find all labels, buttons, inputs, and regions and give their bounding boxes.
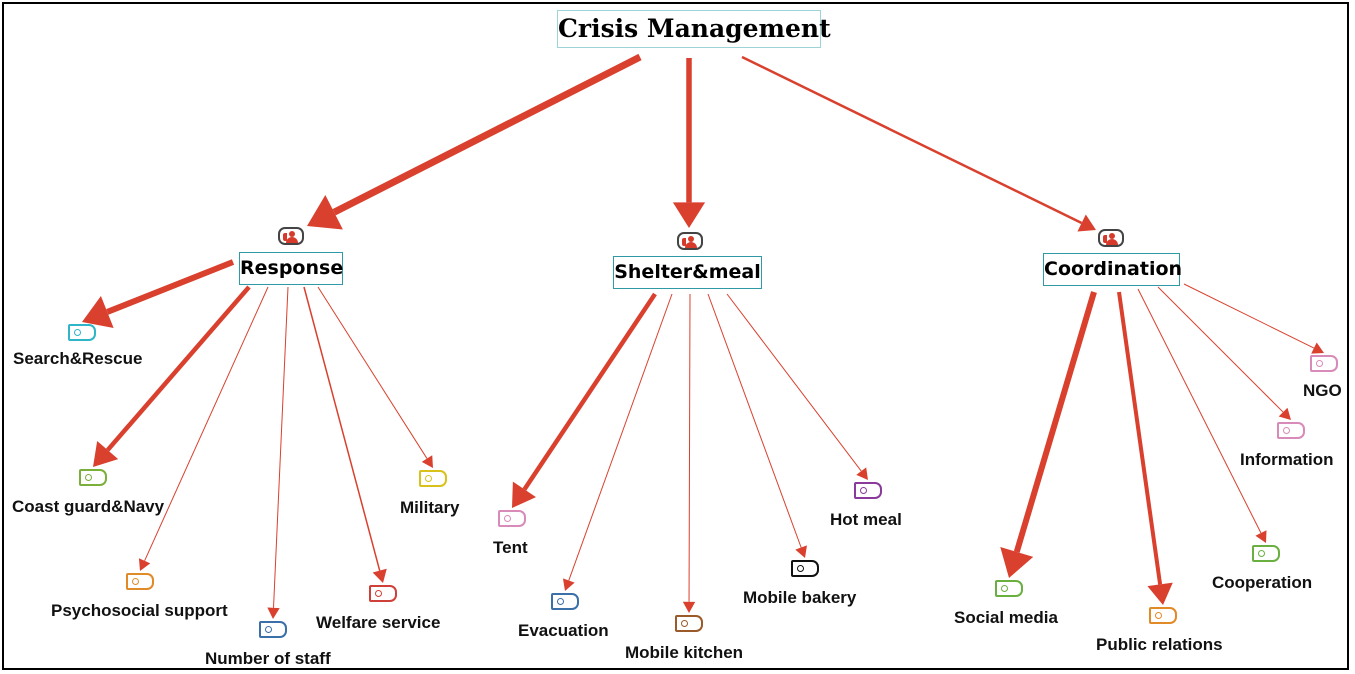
tag-icon xyxy=(551,593,579,610)
persona-icon xyxy=(677,232,703,250)
leaf-label-cooperation: Cooperation xyxy=(1212,573,1313,592)
tag-icon xyxy=(79,469,107,486)
tag-icon xyxy=(1149,607,1177,624)
tag-icon xyxy=(995,580,1023,597)
leaf-label-public-relations: Public relations xyxy=(1096,635,1223,654)
persona-icon xyxy=(1098,229,1124,247)
leaf-label-mobile-kitchen: Mobile kitchen xyxy=(625,643,744,662)
tag-icon xyxy=(1252,545,1280,562)
tag-icon xyxy=(791,560,819,577)
tag-icon xyxy=(259,621,287,638)
tag-icon xyxy=(68,324,96,341)
arrow-to-mobile-kitchen xyxy=(682,293,696,613)
leaf-label-social-media: Social media xyxy=(954,608,1058,627)
arrow-root-to-coordination xyxy=(741,55,1096,232)
branch-node-shelter-meal: Shelter&meal xyxy=(613,256,762,289)
tag-icon xyxy=(675,615,703,632)
arrow-to-search-rescue xyxy=(82,259,235,328)
arrow-to-cooperation xyxy=(1137,288,1267,543)
leaf-label-military: Military xyxy=(400,498,460,517)
leaf-label-psychosocial-support: Psychosocial support xyxy=(51,601,228,620)
arrow-to-number-of-staff xyxy=(267,286,289,619)
arrow-to-social-media xyxy=(1000,291,1097,578)
tag-icon xyxy=(369,585,397,602)
arrow-to-hot-meal xyxy=(726,293,868,480)
tag-icon xyxy=(126,573,154,590)
leaf-label-evacuation: Evacuation xyxy=(518,621,609,640)
arrow-root-to-shelter-meal xyxy=(672,58,706,228)
root-node-title: Crisis Management xyxy=(557,10,831,48)
leaf-label-tent: Tent xyxy=(493,538,528,557)
tag-icon xyxy=(1310,355,1338,372)
arrow-to-psychosocial-support xyxy=(138,286,269,571)
leaf-label-information: Information xyxy=(1240,450,1334,469)
arrow-to-information xyxy=(1157,286,1291,420)
persona-icon xyxy=(278,227,304,245)
leaf-label-hot-meal: Hot meal xyxy=(830,510,902,529)
arrow-to-mobile-bakery xyxy=(707,293,807,558)
leaf-label-welfare-service: Welfare service xyxy=(316,613,441,632)
branch-node-response: Response xyxy=(239,252,343,285)
arrow-to-welfare-service xyxy=(303,286,387,583)
tag-icon xyxy=(1277,422,1305,439)
arrow-to-coast-guard-navy xyxy=(93,285,251,467)
leaf-label-search-rescue: Search&Rescue xyxy=(13,349,143,368)
arrow-to-public-relations xyxy=(1117,291,1173,605)
tag-icon xyxy=(419,470,447,487)
leaf-label-coast-guard-navy: Coast guard&Navy xyxy=(12,497,165,516)
arrow-to-military xyxy=(317,286,433,468)
tag-icon xyxy=(498,510,526,527)
tag-icon xyxy=(854,482,882,499)
leaf-label-number-of-staff: Number of staff xyxy=(205,649,331,668)
arrow-to-evacuation xyxy=(562,293,673,591)
branch-node-coordination: Coordination xyxy=(1043,253,1182,286)
arrow-to-ngo xyxy=(1183,283,1324,354)
leaf-label-ngo: NGO xyxy=(1303,381,1342,400)
arrow-root-to-response xyxy=(307,53,642,230)
leaf-label-mobile-bakery: Mobile bakery xyxy=(743,588,857,607)
arrow-to-tent xyxy=(512,292,657,508)
